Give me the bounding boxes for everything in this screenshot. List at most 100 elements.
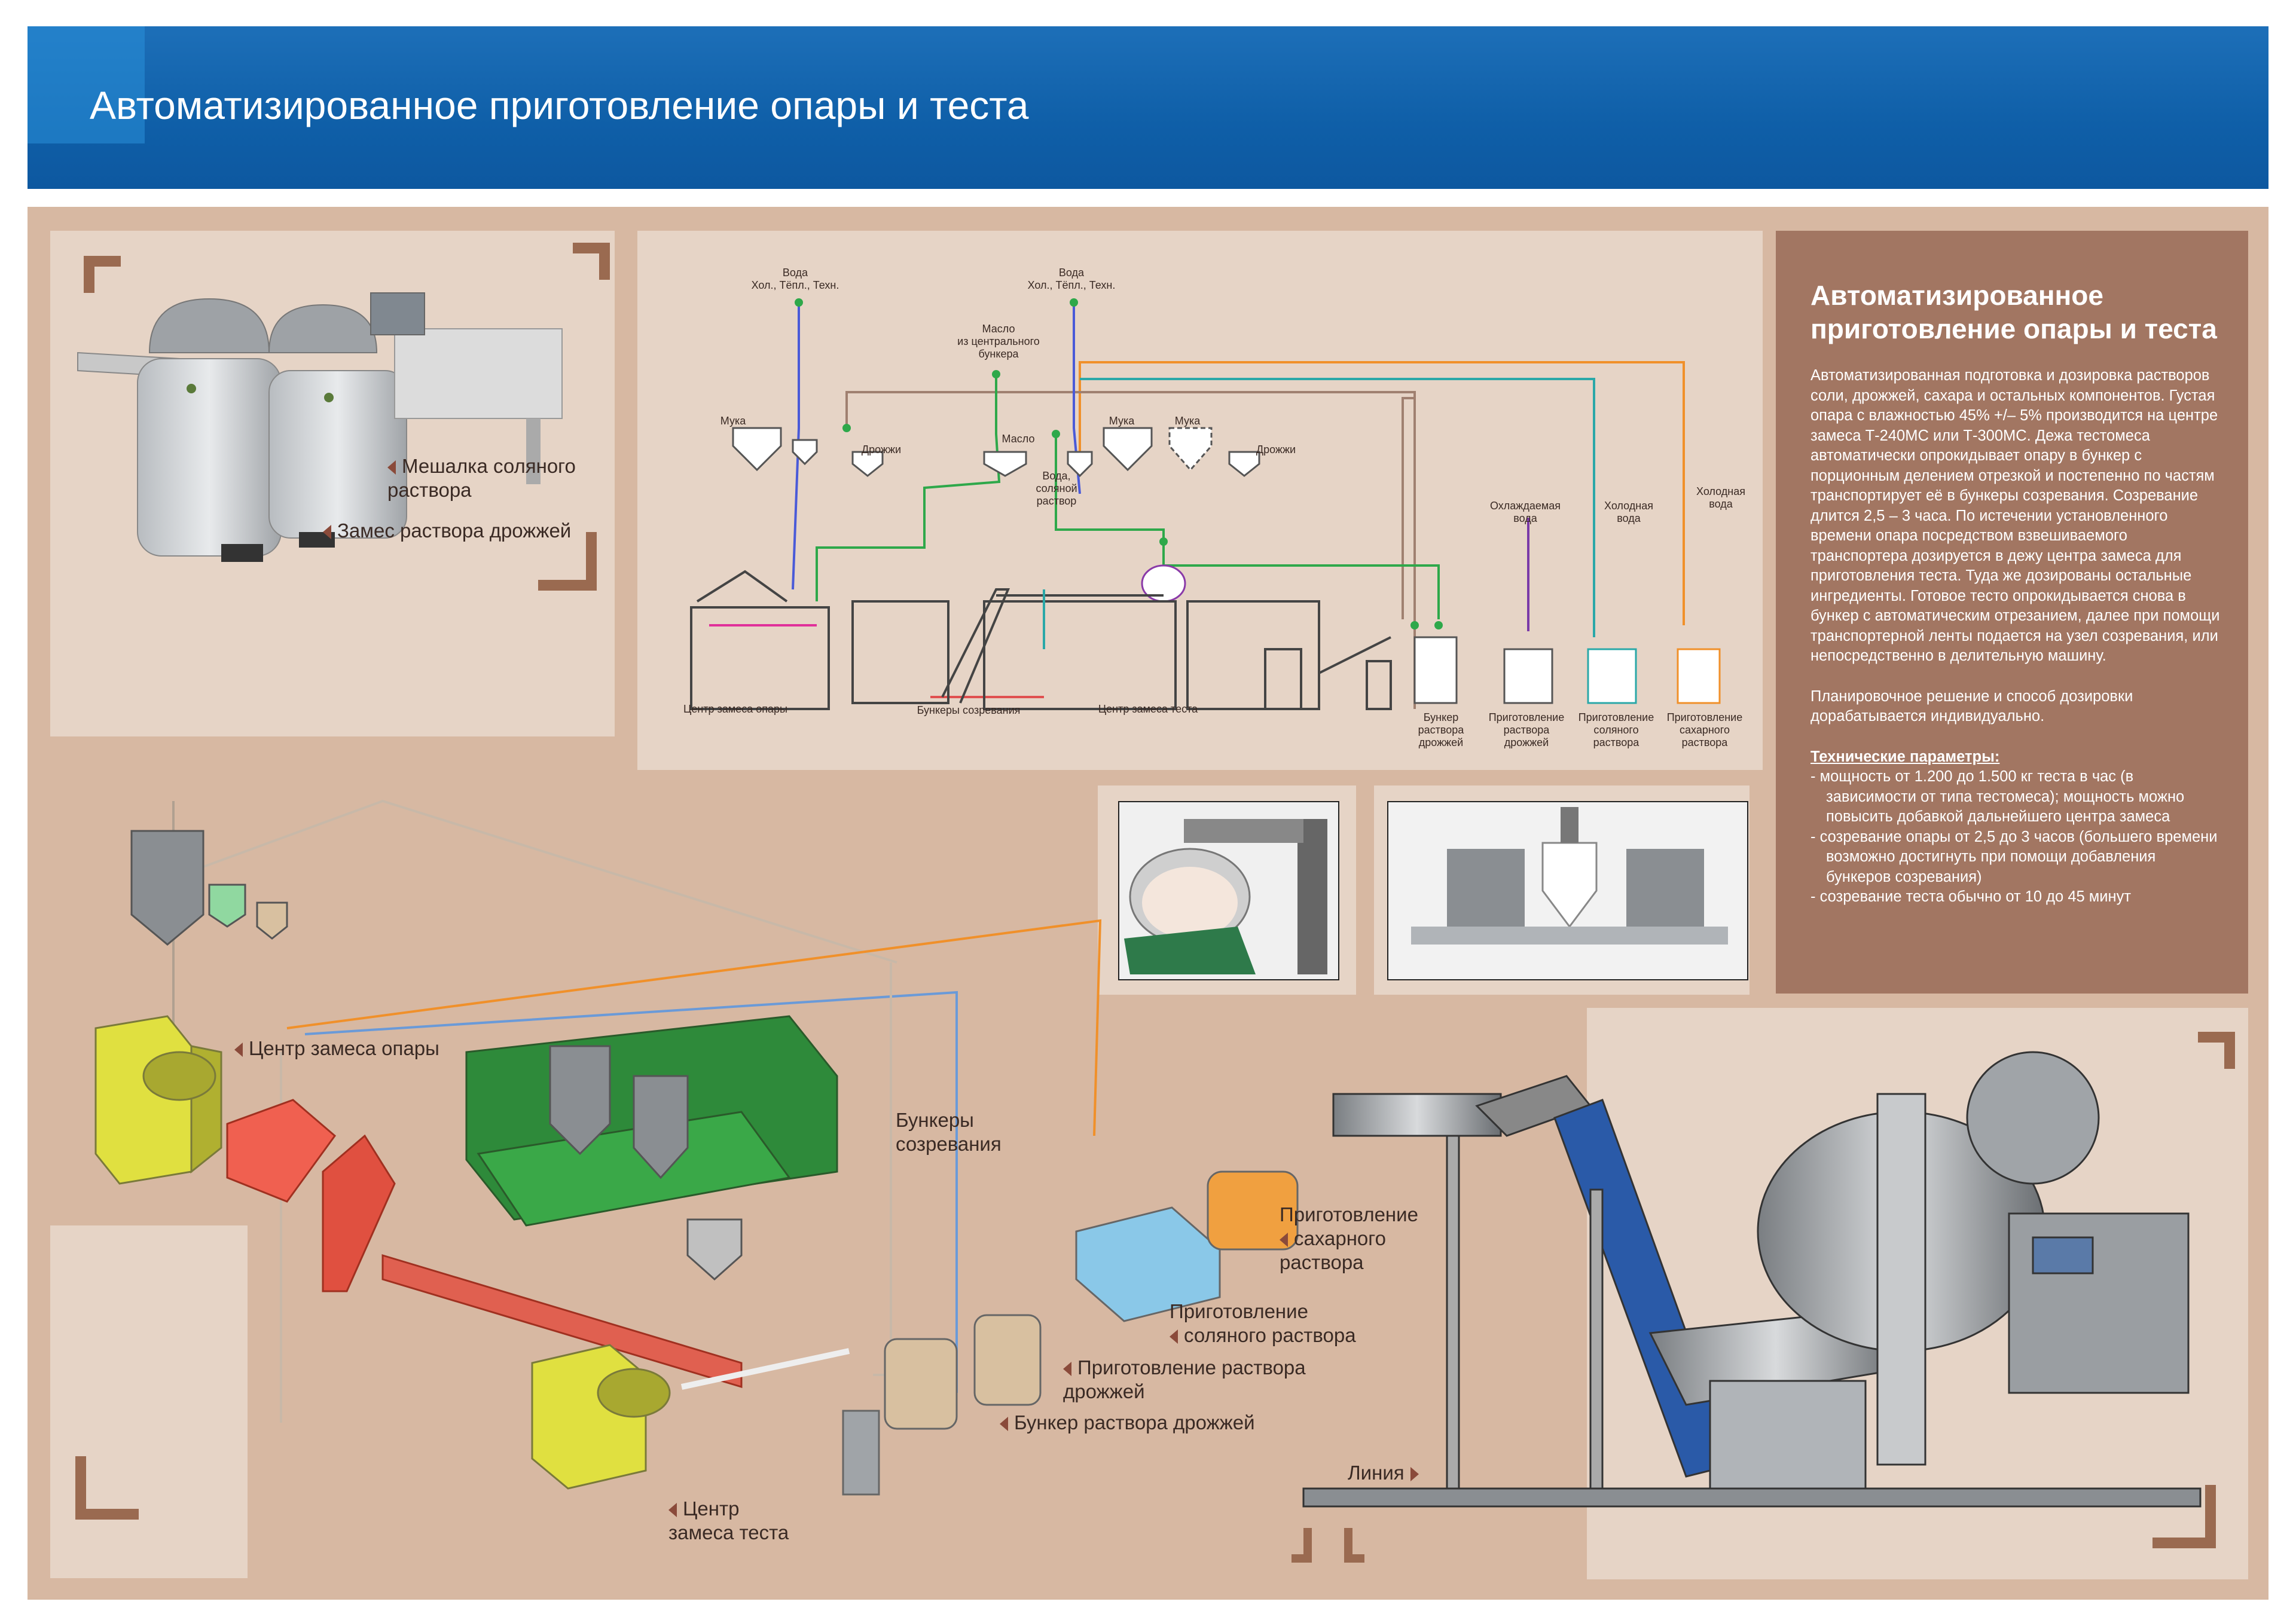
unit-yeast-bunker-label: Бункер раствора дрожжей (1411, 711, 1471, 749)
yeast-dosing-vessel-2 (1228, 451, 1260, 477)
info-paragraph-1: Автоматизированная подготовка и дозировк… (1810, 367, 2220, 664)
tech-param-1: - мощность от 1.200 до 1.500 кг теста в … (1810, 768, 2185, 825)
unit-sugar-prep-label: Приготовление сахарного раствора (1666, 711, 1744, 749)
iso-tan-vessel (256, 901, 288, 940)
water-source-1-label: Вода Хол., Тёпл., Техн. (747, 267, 843, 292)
water-source-2-line2: Хол., Тёпл., Техн. (1027, 279, 1116, 291)
cold-water-2-line2: вода (1709, 498, 1733, 510)
pointer-arrow-icon (1063, 1362, 1071, 1377)
salt-mixer-label: Мешалка соляного раствора (387, 454, 576, 502)
line-column (1876, 1093, 1926, 1466)
water-source-2-label: Вода Хол., Тёпл., Техн. (1024, 267, 1119, 292)
iso-yeast-bunker-tank (884, 1338, 958, 1430)
iso-bunkers-label: Бункеры созревания (896, 1108, 1002, 1156)
pipe-blue (792, 302, 800, 590)
iso-sugar-line2: сахарного (1294, 1227, 1386, 1249)
info-body: Автоматизированная подготовка и дозировк… (1810, 366, 2223, 907)
unit-yeast-bunker-line1: Бункер (1423, 711, 1459, 723)
schematic-panel (637, 231, 1763, 770)
header-banner (28, 26, 2268, 189)
salt-prep-unit (1587, 648, 1637, 704)
iso-yeast-prep-tank (973, 1314, 1042, 1406)
iso-testo-center-line1: Центр (683, 1497, 740, 1520)
conveyor-incline (941, 588, 1010, 704)
salt-water-line2: соляной (1036, 482, 1077, 494)
unit-yeast-bunker-line2: раствора (1418, 724, 1464, 736)
iso-opara-center-text: Центр замеса опары (249, 1037, 439, 1059)
oil-source-line1: Масло (982, 323, 1015, 335)
pipe-orange (1079, 361, 1685, 625)
yeast-prep-unit (1503, 648, 1553, 704)
yeast-label-2: Дрожжи (1256, 444, 1296, 456)
iso-sugar-line3: раствора (1280, 1251, 1364, 1273)
pointer-arrow-icon (1170, 1329, 1178, 1344)
pipe-brown (845, 391, 1416, 709)
flour-label-3: Мука (1174, 415, 1201, 427)
iso-sugar-label: Приготовление сахарного раствора (1280, 1203, 1418, 1274)
salt-water-line3: раствор (1036, 495, 1077, 507)
tech-param-3: - созревание теста обычно от 10 до 45 ми… (1810, 888, 2132, 905)
salt-mixer-label-line2: раствора (387, 479, 472, 501)
oil-small-label: Масло (1002, 433, 1035, 445)
pointer-arrow-icon (668, 1503, 677, 1518)
tech-params-title: Технические параметры: (1810, 748, 2000, 765)
maturing-bunkers (983, 600, 1177, 710)
water-dosing-vessel (1067, 451, 1093, 478)
pipe-green (816, 374, 1001, 601)
flour-label-2: Мука (1109, 415, 1135, 427)
unit-salt-prep-line2: соляного (1593, 724, 1639, 736)
salt-mixer-illustration (77, 292, 563, 562)
iso-bunkers-line1: Бункеры (896, 1109, 974, 1131)
cooled-water-line1: Охлаждаемая (1489, 500, 1561, 512)
isometric-plant-illustration (94, 799, 1299, 1496)
unit-yeast-prep-line2: раствора (1503, 724, 1550, 736)
iso-red-chute (226, 1099, 337, 1203)
oil-dosing-vessel (983, 451, 1027, 477)
dosing-tanks-photo (1387, 801, 1748, 980)
iso-green-vessel (208, 884, 246, 928)
corner-bracket (84, 256, 121, 293)
info-title: Автоматизированное приготовление опары и… (1810, 280, 2217, 344)
iso-hopper-small (686, 1218, 743, 1281)
corner-bracket (1344, 1528, 1364, 1563)
page-title: Автоматизированное приготовление опары и… (90, 83, 1029, 127)
sugar-prep-unit (1677, 648, 1721, 704)
water-source-1-line1: Вода (782, 267, 808, 279)
iso-testo-center-label: Центр замеса теста (668, 1497, 789, 1545)
cooled-water-label: Охлаждаемая вода (1486, 500, 1564, 525)
oil-source-line3: бункера (978, 348, 1019, 360)
iso-sugar-prep-tank (1207, 1170, 1299, 1251)
pointer-arrow-icon (1000, 1417, 1008, 1432)
kneading-bowl-photo (1118, 801, 1339, 980)
oil-source-line2: из центрального (957, 335, 1040, 347)
line-label: Линия (1348, 1461, 1419, 1485)
iso-flour-hopper-3 (633, 1075, 689, 1179)
flour-hopper-1 (732, 427, 782, 472)
unit-sugar-prep-line3: раствора (1681, 736, 1728, 748)
yeast-label-1: Дрожжи (861, 444, 902, 456)
iso-red-conveyor (322, 1134, 396, 1292)
production-line-photo (1302, 1051, 2202, 1508)
iso-sugar-line1: Приготовление (1280, 1203, 1418, 1225)
iso-pipe-orange (286, 919, 1102, 1136)
iso-salt-line2: соляного раствора (1184, 1324, 1356, 1346)
pipe-teal (1080, 378, 1595, 637)
pointer-arrow-icon (387, 460, 396, 475)
iso-salt-label: Приготовление соляного раствора (1170, 1300, 1356, 1347)
flour-hopper-2 (1103, 427, 1153, 472)
cold-water-label-2: Холодная вода (1691, 485, 1751, 511)
iso-yeast-bunker-text: Бункер раствора дрожжей (1014, 1411, 1255, 1434)
corner-bracket (2152, 1485, 2216, 1548)
iso-yeast-prep-label: Приготовление раствора дрожжей (1063, 1356, 1306, 1404)
header-accent-square (28, 26, 145, 143)
iso-salt-line1: Приготовление (1170, 1300, 1308, 1322)
opara-chute (851, 600, 949, 704)
testo-mixing-center (1186, 600, 1320, 710)
cold-water-2-line1: Холодная (1696, 485, 1745, 497)
corner-bracket (1292, 1528, 1312, 1563)
yeast-dosing-vessel-1 (851, 451, 884, 477)
line-blue-incline-conveyor (1553, 1099, 1735, 1478)
yeast-bunker-unit (1413, 636, 1458, 704)
unit-salt-prep-line1: Приготовление (1578, 711, 1654, 723)
line-label-text: Линия (1348, 1462, 1405, 1484)
